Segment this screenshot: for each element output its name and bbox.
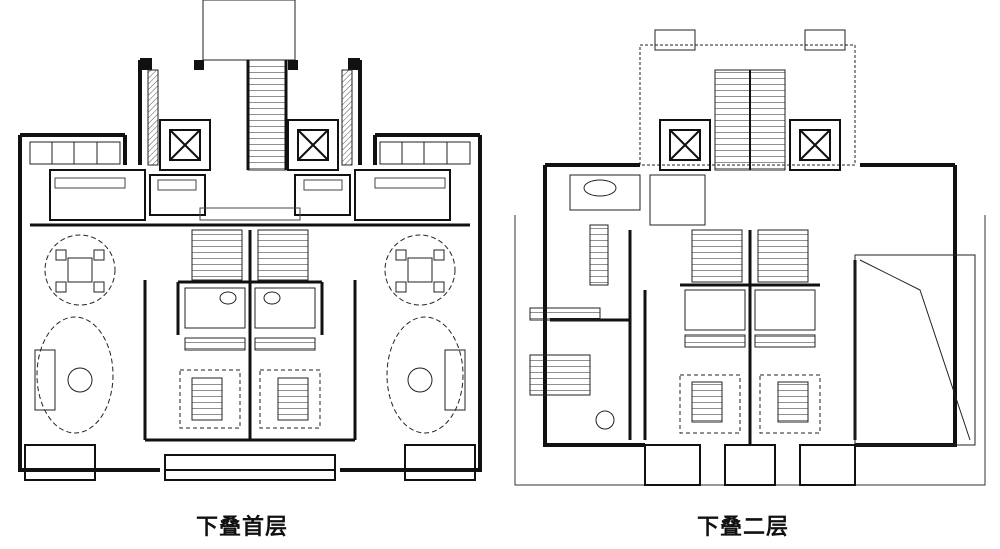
- bedrooms-2f: [529, 354, 821, 434]
- elevators: [159, 119, 339, 171]
- structural-columns: [140, 58, 360, 70]
- bathrooms: [184, 287, 316, 329]
- living-rooms: [34, 316, 466, 434]
- central-stair: [246, 59, 288, 171]
- kitchen-counters: [54, 177, 446, 221]
- bedrooms: [179, 369, 321, 429]
- balconies-2f: [644, 444, 856, 486]
- exterior-walls: [18, 60, 482, 472]
- master-bath: [569, 174, 706, 226]
- bathrooms-2f: [684, 289, 816, 331]
- central-stair-2f: [714, 69, 786, 171]
- upper-cabinets: [29, 141, 471, 165]
- interior-walls: [30, 223, 470, 442]
- stair-shaft-top: [202, 0, 296, 61]
- terraces: [24, 444, 476, 481]
- double-height-void: [854, 254, 976, 446]
- ground-floor-drawing: [18, 0, 482, 481]
- kitchens: [49, 169, 451, 221]
- wardrobes: [184, 337, 316, 351]
- wardrobes-2f: [529, 307, 816, 348]
- elevators-2f: [659, 119, 841, 171]
- light-wells: [147, 69, 353, 166]
- dining-tables: [44, 234, 456, 306]
- ground-floor-plan: [0, 0, 500, 500]
- internal-stairs: [191, 229, 309, 281]
- second-floor-drawing: [514, 29, 986, 486]
- caption-second-floor: 下叠二层: [697, 515, 790, 540]
- internal-stairs-2f: [589, 224, 809, 286]
- caption-ground-floor: 下叠首层: [196, 515, 289, 540]
- interior-walls-2f: [550, 230, 857, 445]
- second-floor-plan: [500, 0, 1000, 500]
